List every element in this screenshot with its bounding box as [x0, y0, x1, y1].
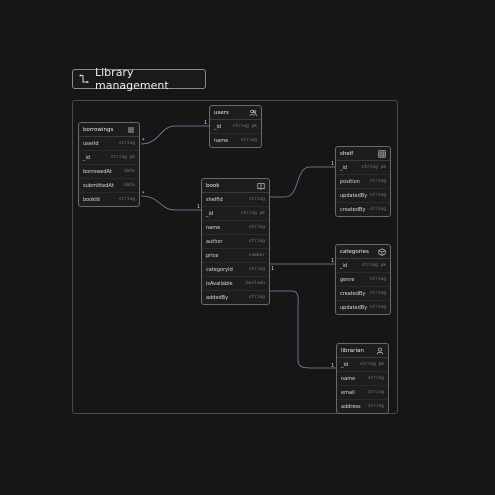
- table-header: librarian: [337, 344, 388, 358]
- users-icon: [249, 109, 257, 116]
- book-icon: [257, 182, 265, 190]
- table-header: shelf: [336, 147, 390, 161]
- diagram-title: Library management: [95, 66, 169, 92]
- table-name: borrowings: [83, 126, 114, 133]
- list-icon: [128, 127, 134, 132]
- table-name: shelf: [340, 150, 354, 157]
- table-header: borrowings: [79, 123, 139, 137]
- table-header: book: [202, 179, 269, 193]
- table-header: users: [210, 106, 261, 120]
- relation-icon: [79, 74, 89, 83]
- table-name: book: [206, 182, 220, 189]
- table-name: librarian: [341, 347, 364, 354]
- diagram-canvas[interactable]: [72, 100, 398, 414]
- table-name: categories: [340, 248, 369, 255]
- table-name: users: [214, 109, 229, 116]
- diagram-title-chip[interactable]: Library management: [72, 66, 206, 92]
- user-icon: [376, 347, 384, 354]
- cube-icon: [378, 247, 386, 256]
- table-header: categories: [336, 245, 390, 259]
- grid-icon: [378, 150, 386, 158]
